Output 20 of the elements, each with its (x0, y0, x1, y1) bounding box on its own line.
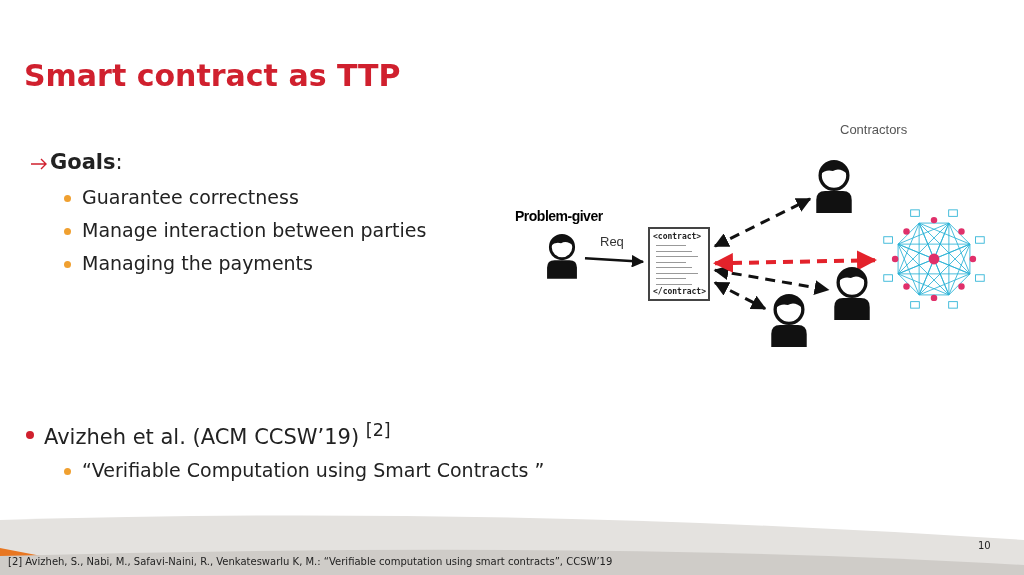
footnote-text: [2] Avizheh, S., Nabi, M., Safavi-Naini, R., Venkateswarlu K, M.: “Verifiable computation using smart contracts”, CCSW’19 (8, 556, 613, 567)
bullet-text: Guarantee correctness (82, 186, 299, 208)
edge-label: Req (600, 234, 624, 250)
group-label: Contractors (840, 122, 908, 137)
arrow (713, 281, 767, 310)
arrow (713, 265, 830, 295)
bullet-text: Avizheh et al. (ACM CCSW’19) $^{[2]}$ (44, 420, 391, 449)
quote-text: “Verifiable Computation using Smart Contracts ” (82, 459, 545, 481)
node-label: Problem-giver (515, 208, 603, 224)
contract-document (648, 227, 710, 301)
page-number: 10 (978, 540, 991, 551)
arrow (584, 254, 645, 268)
document-text: </contract> (653, 287, 706, 296)
bullet-text: Managing the payments (82, 252, 313, 274)
document-text: <contract> (653, 232, 702, 241)
arrow (713, 250, 877, 273)
arrow (713, 197, 812, 248)
bullet-text: Manage interaction between parties (82, 219, 427, 241)
heading-text: Goals: (50, 150, 123, 174)
slide-title: Smart contract as TTP (24, 58, 401, 93)
